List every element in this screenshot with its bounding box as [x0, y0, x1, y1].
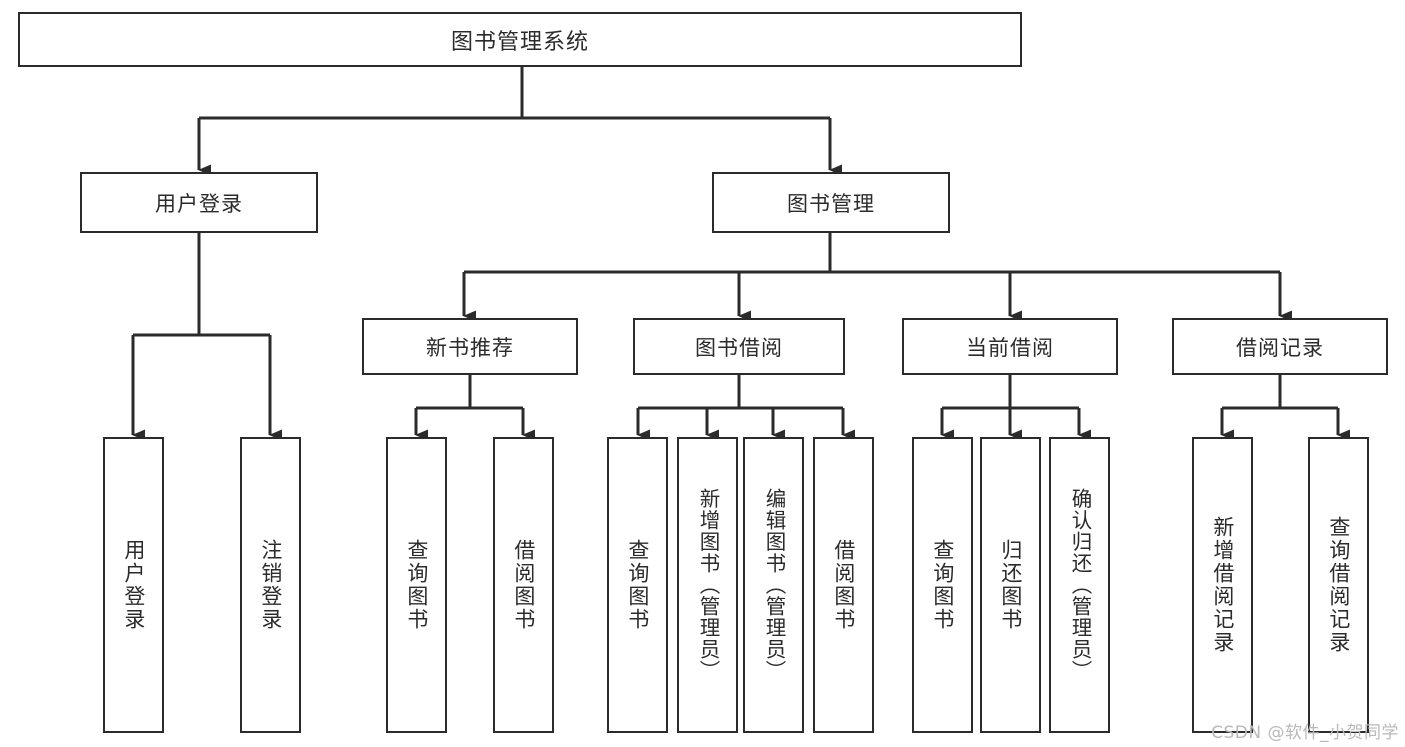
node-book-borrow[interactable]: 图书借阅: [633, 318, 845, 375]
leaf-add-book-admin[interactable]: 新增图书（管理员）: [677, 437, 738, 733]
leaf-user-logout[interactable]: 注销登录: [240, 437, 301, 733]
leaf-return-book[interactable]: 归还图书: [980, 437, 1041, 733]
node-root-book-management-system[interactable]: 图书管理系统: [18, 12, 1022, 67]
node-new-book-recommend[interactable]: 新书推荐: [362, 318, 578, 375]
node-book-management[interactable]: 图书管理: [712, 172, 950, 233]
leaf-query-borrow-record[interactable]: 查询借阅记录: [1308, 437, 1369, 733]
node-borrow-record[interactable]: 借阅记录: [1172, 318, 1388, 375]
node-user-login[interactable]: 用户登录: [80, 172, 318, 233]
leaf-user-login[interactable]: 用户登录: [103, 437, 164, 733]
leaf-query-book-current[interactable]: 查询图书: [912, 437, 973, 733]
leaf-query-book-borrow[interactable]: 查询图书: [607, 437, 668, 733]
leaf-query-book-recommend[interactable]: 查询图书: [386, 437, 447, 733]
leaf-add-borrow-record[interactable]: 新增借阅记录: [1192, 437, 1253, 733]
leaf-borrow-book-recommend[interactable]: 借阅图书: [493, 437, 554, 733]
leaf-edit-book-admin[interactable]: 编辑图书（管理员）: [743, 437, 804, 733]
leaf-borrow-book[interactable]: 借阅图书: [813, 437, 874, 733]
watermark: CSDN @软件_小贺同学: [1211, 723, 1399, 743]
node-current-borrow[interactable]: 当前借阅: [902, 318, 1118, 375]
leaf-confirm-return-admin[interactable]: 确认归还（管理员）: [1049, 437, 1110, 733]
